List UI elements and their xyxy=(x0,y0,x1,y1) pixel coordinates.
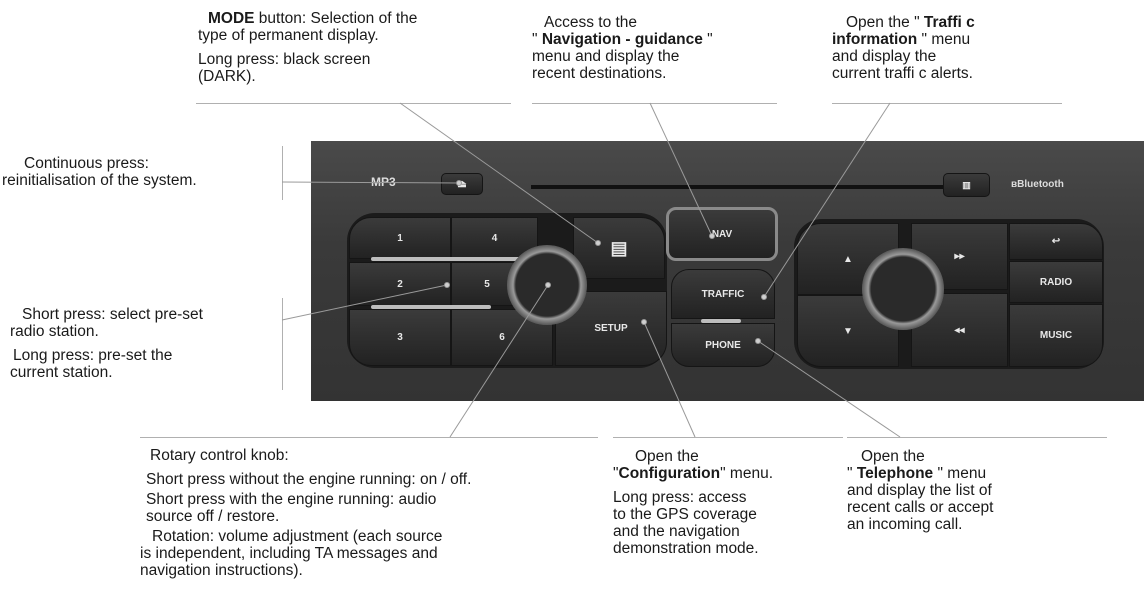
back-icon: ↩ xyxy=(1051,236,1061,247)
bluetooth-icon: ʙ xyxy=(1011,179,1018,190)
leader-setup xyxy=(643,321,696,438)
nav-caption: Access to the " Navigation - guidance " … xyxy=(532,14,713,82)
seek-down-button[interactable]: ▼ xyxy=(797,295,899,367)
mode-icon: ▤ xyxy=(610,237,628,258)
rewind-icon: ◂◂ xyxy=(954,324,965,336)
leader-reset xyxy=(281,181,460,184)
mode-button[interactable]: ▤ xyxy=(573,217,665,279)
preset-divider-top xyxy=(371,257,521,261)
radio-button[interactable]: RADIO xyxy=(1009,261,1103,303)
nav-rule xyxy=(532,103,777,104)
mode-bold: MODE xyxy=(208,10,255,27)
phone-rule xyxy=(847,437,1107,438)
traffic-rule xyxy=(832,103,1062,104)
tuning-knob[interactable] xyxy=(862,248,944,330)
leader-nav xyxy=(649,102,713,237)
music-button[interactable]: MUSIC xyxy=(1009,304,1103,367)
leader-phone xyxy=(757,340,901,438)
preset-caption: Short press: select pre-set radio statio… xyxy=(10,306,203,381)
leader-mode xyxy=(399,102,599,244)
radio-panel: MP3 ⏏ ▥ ʙBluetooth 1 4 2 5 3 6 ▤ SETUP N… xyxy=(311,141,1144,401)
up-arrow-icon: ▲ xyxy=(843,253,853,265)
mode-rule xyxy=(196,103,511,104)
phone-caption: Open the " Telephone " menu and display … xyxy=(847,448,994,533)
knob-rule xyxy=(140,437,598,438)
phone-button[interactable]: PHONE xyxy=(671,323,775,367)
reset-rule xyxy=(282,146,283,200)
cd-icon-button[interactable]: ▥ xyxy=(943,173,990,197)
fast-forward-icon: ▸▸ xyxy=(954,251,965,262)
preset-divider-bottom xyxy=(371,305,491,309)
leader-traffic xyxy=(763,102,891,298)
setup-caption: Open the "Configuration" menu. Long pres… xyxy=(613,448,773,557)
preset-3-button[interactable]: 3 xyxy=(349,309,451,366)
mp3-label: MP3 xyxy=(371,175,396,189)
back-button[interactable]: ↩ xyxy=(1009,223,1103,260)
leader-knob xyxy=(449,284,549,438)
traffic-divider xyxy=(701,319,741,323)
preset-rule xyxy=(282,298,283,390)
reset-caption: Continuous press: reinitialisation of th… xyxy=(2,155,197,189)
nav-button[interactable]: NAV xyxy=(666,207,778,261)
traffic-caption: Open the " Traffi c information " menu a… xyxy=(832,14,975,82)
down-arrow-icon: ▼ xyxy=(843,325,853,337)
mode-caption: MODE button: Selection of the type of pe… xyxy=(198,10,418,85)
eject-button[interactable]: ⏏ xyxy=(441,173,483,195)
leader-preset xyxy=(281,284,448,321)
traffic-button[interactable]: TRAFFIC xyxy=(671,269,775,319)
cd-slot xyxy=(531,185,961,189)
bluetooth-label: ʙBluetooth xyxy=(1011,179,1064,190)
eject-icon: ⏏ xyxy=(457,178,467,190)
setup-rule xyxy=(613,437,843,438)
knob-caption: Rotary control knob: Short press without… xyxy=(140,447,472,579)
cd-icon: ▥ xyxy=(962,179,971,190)
preset-1-button[interactable]: 1 xyxy=(349,217,451,259)
